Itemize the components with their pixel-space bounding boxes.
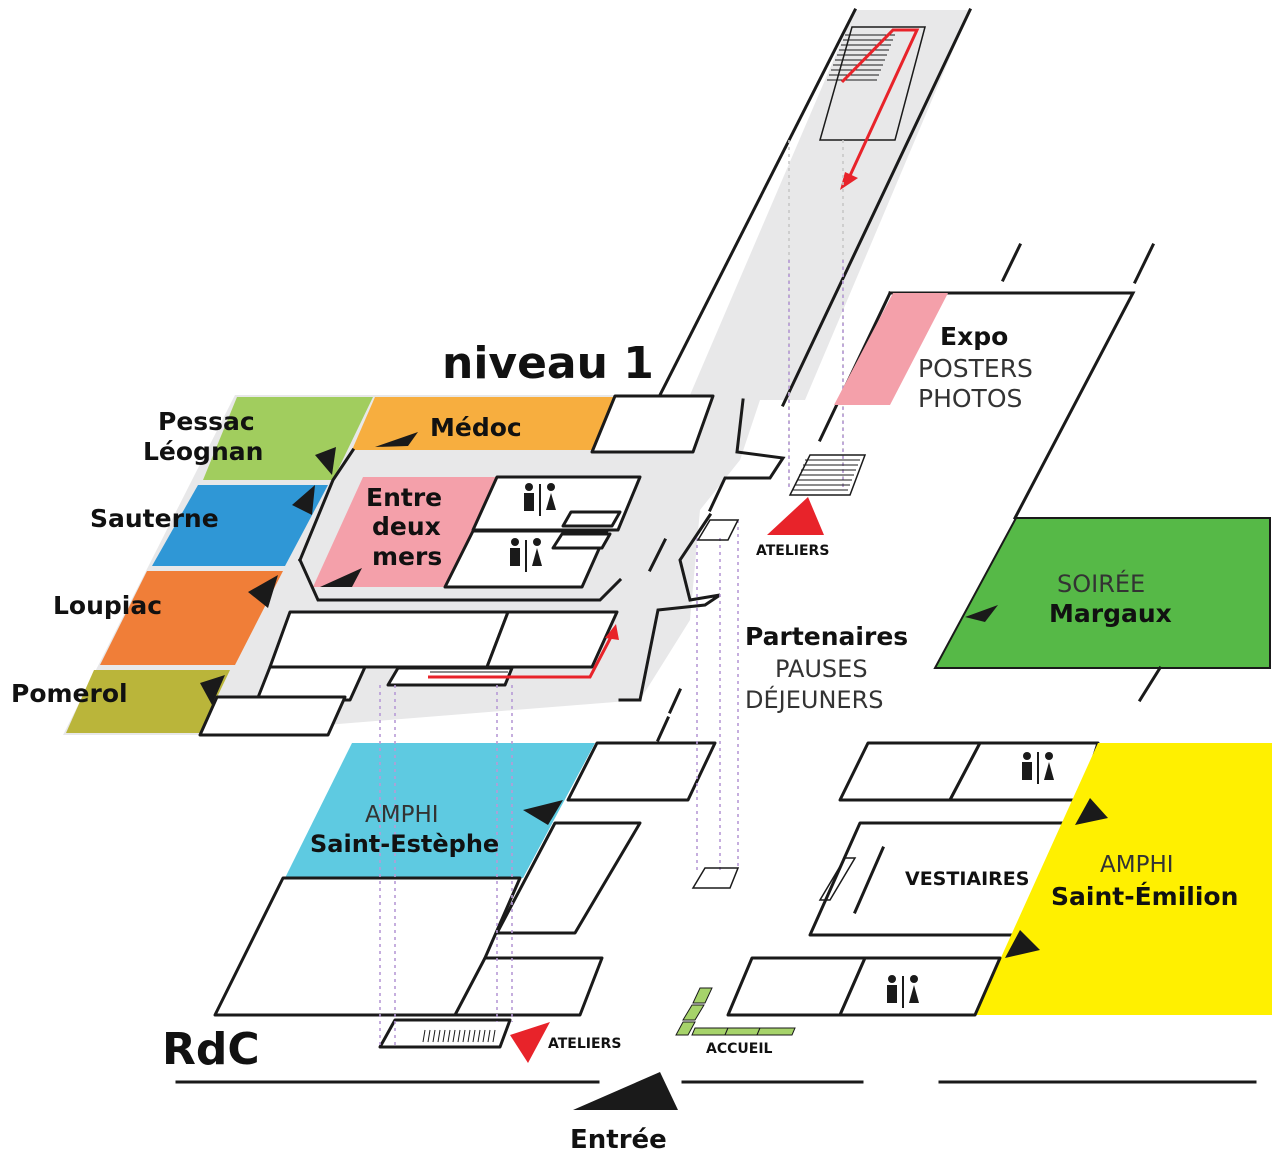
rdc-box-4: [453, 956, 604, 1017]
ateliers-upper-label: ATELIERS: [756, 543, 829, 559]
level1-room-box-2: [268, 610, 510, 669]
restroom-icon: [524, 483, 556, 516]
saint-emilion-label: Saint-Émilion: [1051, 882, 1238, 911]
partenaires-line2: DÉJEUNERS: [745, 685, 883, 714]
level1-wall-g: [298, 558, 623, 602]
ateliers-lower-label: ATELIERS: [548, 1036, 621, 1052]
level1-room-box-4: [255, 665, 367, 702]
level1-wall-c: [781, 8, 972, 407]
room-loupiac: [100, 571, 283, 665]
ateliers-upper-marker: [767, 497, 824, 535]
room-sauterne: [152, 485, 328, 566]
room-entre-label-1: Entre: [366, 483, 442, 512]
level-connector-upper: [788, 140, 844, 490]
rdc-right-wc-lower: [838, 956, 1002, 1017]
level1-wall-a: [298, 447, 356, 562]
room-pomerol-label: Pomerol: [11, 679, 128, 708]
level1-room-box-5: [198, 695, 347, 737]
restroom-icon: [887, 975, 919, 1008]
accueil-desk: [675, 987, 796, 1036]
level1-wall-b: [657, 7, 858, 398]
level-connector-lower: [379, 520, 739, 1045]
expo-wall-top-left: [1000, 242, 1023, 283]
level1-red-route-lower: [428, 634, 614, 679]
room-saint-estephe: [285, 743, 595, 878]
partenaires-line1: PAUSES: [775, 655, 868, 683]
expo-line1: POSTERS: [918, 354, 1033, 383]
vestiaires-label: VESTIAIRES: [905, 868, 1029, 890]
margaux-line1: SOIRÉE: [1057, 569, 1145, 598]
lift-upper: [696, 519, 740, 541]
level1-room-box-3: [485, 610, 619, 669]
rdc-box-2: [495, 821, 642, 935]
vestiaires-counter: [818, 857, 857, 901]
level1-wall-d: [708, 398, 786, 512]
room-saint-emilion: [975, 743, 1272, 1015]
room-entre-label-3: mers: [372, 542, 442, 571]
restroom-icon: [510, 538, 542, 572]
room-pomerol: [66, 670, 230, 733]
room-entre-deux-mers: [313, 477, 497, 587]
expo-area: [834, 293, 948, 405]
expo-wall-top: [888, 291, 1136, 521]
entrance-marker: [573, 1072, 678, 1110]
rdc-wall-1: [668, 688, 682, 714]
stairs-icon: [788, 454, 867, 496]
room-pessac-label: Pessac: [158, 407, 255, 436]
room-medoc: [352, 397, 615, 450]
margaux-label: Margaux: [1049, 599, 1172, 628]
level1-red-route-upper: [840, 28, 920, 181]
rdc-title: RdC: [162, 1024, 260, 1075]
ateliers-lower-marker: [510, 1022, 550, 1063]
level1-wall-f: [647, 537, 668, 573]
restroom-icon: [1022, 752, 1054, 784]
expo-label: Expo: [940, 322, 1008, 351]
level1-small-box-2: [551, 532, 612, 550]
room-loupiac-label: Loupiac: [53, 591, 162, 620]
rdc-box-1: [566, 741, 717, 802]
saint-estephe-label: Saint-Estèphe: [310, 830, 499, 858]
expo-wall-top-right: [1132, 242, 1156, 285]
level1-wall-e: [618, 512, 721, 702]
entrance-label: Entrée: [570, 1125, 667, 1155]
partenaires-label: Partenaires: [745, 622, 908, 651]
saint-estephe-line1: AMPHI: [365, 802, 439, 828]
arrow-icon: [840, 172, 858, 190]
rdc-wall-2: [656, 716, 670, 742]
margaux-wall: [1137, 665, 1163, 703]
level1-title: niveau 1: [442, 338, 654, 389]
saint-emilion-line1: AMPHI: [1100, 852, 1174, 878]
level1-room-box-1: [590, 394, 715, 454]
arrow-icon: [605, 624, 619, 640]
door-markers: [200, 432, 1108, 958]
room-margaux: [933, 517, 1271, 669]
accueil-label: ACCUEIL: [706, 1041, 773, 1057]
stairs-icon: [819, 26, 926, 141]
lift-lower: [691, 867, 740, 889]
expo-line2: PHOTOS: [918, 384, 1022, 413]
vestiaires-inner-wall: [853, 846, 885, 914]
room-sauterne-label: Sauterne: [90, 504, 219, 533]
stairs-icon: [378, 1018, 512, 1049]
level1-small-box: [561, 510, 622, 528]
room-pessac-label-2: Léognan: [143, 437, 263, 466]
room-entre-label-2: deux: [372, 512, 441, 541]
room-medoc-label: Médoc: [430, 413, 522, 442]
